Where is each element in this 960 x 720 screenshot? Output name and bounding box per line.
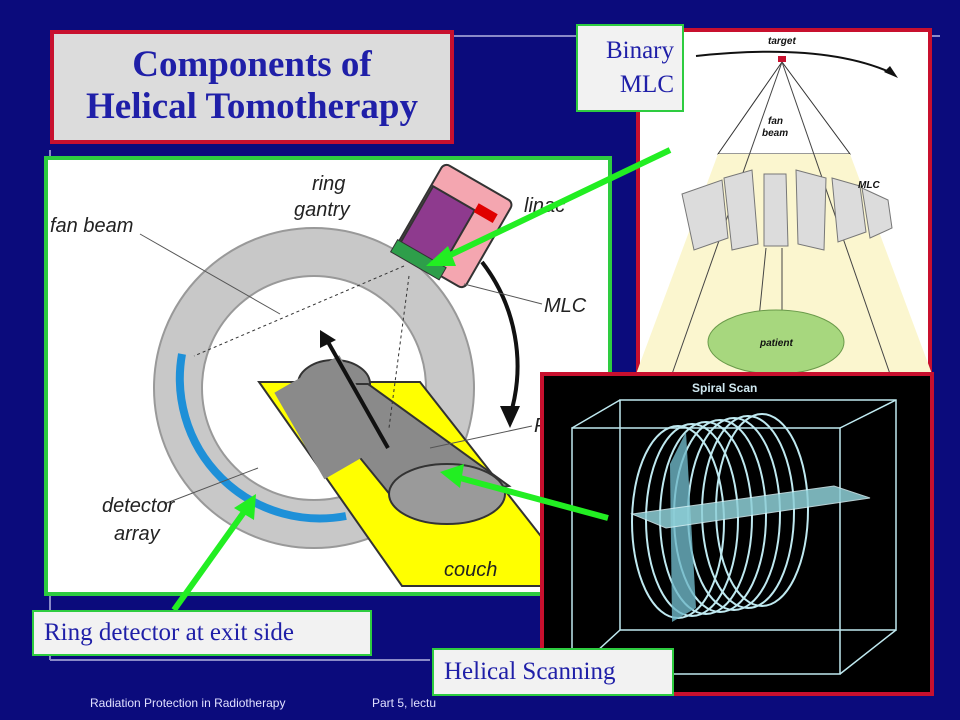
label-array: array xyxy=(114,523,161,545)
label-linac: linac xyxy=(524,195,565,217)
label-detector: detector xyxy=(102,495,176,517)
ring-detector-callout: Ring detector at exit side xyxy=(32,610,372,656)
label-fan: fan xyxy=(768,116,783,127)
binary-mlc-line-1: Binary xyxy=(605,37,674,64)
couch-travel-arrow xyxy=(326,341,390,449)
title-line-1: Components of xyxy=(132,44,372,85)
label-fan-mlc: MLC xyxy=(858,180,880,191)
helical-scanning-callout: Helical Scanning xyxy=(432,648,674,696)
binary-mlc-callout: Binary MLC xyxy=(576,24,684,112)
footer-left: Radiation Protection in Radiotherapy xyxy=(90,696,286,710)
rotation-arrow xyxy=(480,260,520,417)
label-gantry: gantry xyxy=(294,199,351,221)
label-ring: ring xyxy=(312,173,345,195)
detector-array-arc xyxy=(175,353,347,523)
spiral-scan-diagram: Spiral Scan xyxy=(540,372,934,696)
label-beam: beam xyxy=(762,128,788,139)
scan-couch xyxy=(630,485,871,529)
fan-beam-diagram: target fan beam MLC patient xyxy=(636,28,932,378)
label-mlc: MLC xyxy=(544,295,587,317)
footer-right: Part 5, lectu xyxy=(372,696,437,710)
label-fan-beam: fan beam xyxy=(50,215,133,237)
spiral-rings xyxy=(631,413,809,619)
linac-head xyxy=(389,163,513,289)
slide-title: Components of Helical Tomotherapy xyxy=(50,30,454,144)
label-couch: couch xyxy=(444,559,497,581)
label-patient: patient xyxy=(759,338,793,349)
binary-mlc-line-2: MLC xyxy=(619,71,674,98)
title-line-2: Helical Tomotherapy xyxy=(86,86,418,127)
label-target: target xyxy=(768,36,796,47)
label-spiral-scan: Spiral Scan xyxy=(692,381,757,395)
